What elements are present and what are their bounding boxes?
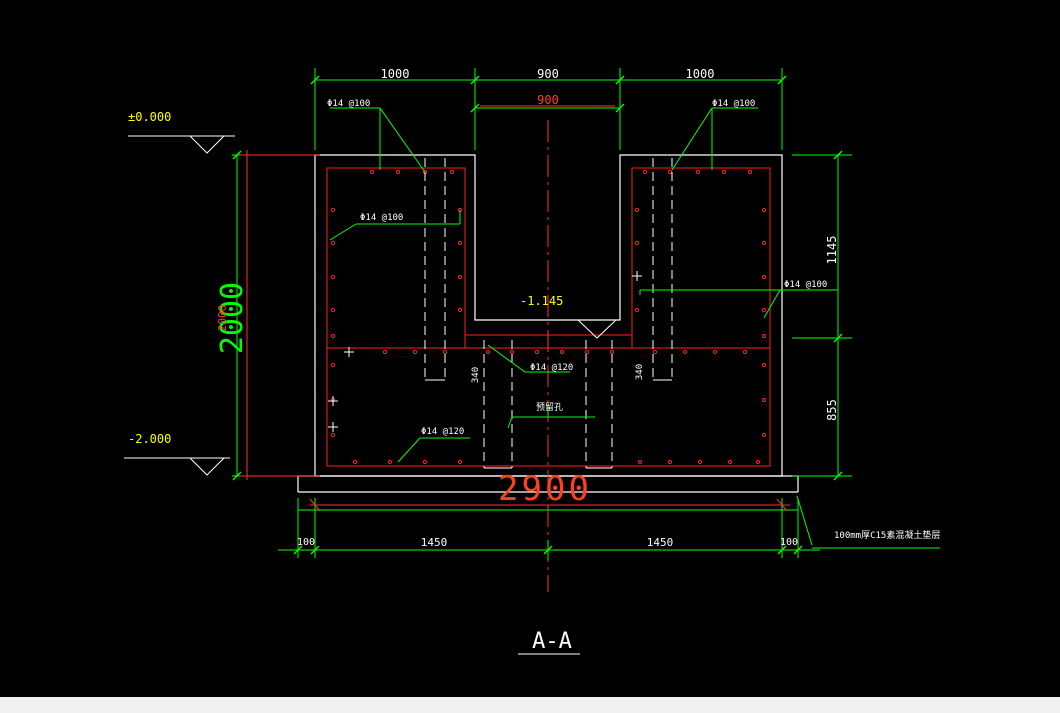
elevation-marker-top — [128, 135, 235, 154]
dim-top-left: 1000 — [381, 67, 410, 81]
red-dimension-lines — [240, 105, 790, 512]
rebar-texts: Φ14 @100 Φ14 @100 Φ14 @100 Φ14 @100 Φ14 … — [327, 99, 940, 541]
hidden-lines — [424, 158, 673, 468]
dim-inner-opening: 900 — [537, 93, 559, 107]
rebar-leaders — [329, 107, 838, 463]
rebar-label-mid-left: Φ14 @100 — [360, 213, 403, 223]
elevation-marker-slot — [485, 319, 617, 339]
section-title: A-A — [532, 629, 572, 654]
bottom-strip — [0, 697, 1060, 713]
elevation-texts: ±0.000 -2.000 -1.145 — [128, 110, 563, 446]
dim-bottom-100-right: 100 — [780, 537, 798, 548]
section-drawing: 1000 900 1000 900 2900 100 1450 1450 100… — [124, 67, 940, 655]
dim-top-center: 900 — [537, 67, 559, 81]
elevation-top-label: ±0.000 — [128, 110, 171, 124]
rebar-label-mid-right: Φ14 @100 — [784, 280, 827, 290]
slot-dim-right: 340 — [635, 364, 645, 380]
rebar-label-slot: Φ14 @120 — [530, 363, 573, 373]
dim-bottom-1450-left: 1450 — [421, 536, 448, 549]
dim-top-right: 1000 — [686, 67, 715, 81]
dim-right-upper: 1145 — [825, 236, 839, 265]
dim-left-height: 2000 — [215, 282, 250, 354]
rebar-dots — [330, 169, 767, 465]
dim-left-height-small: 2000 — [216, 305, 229, 332]
rebar-label-top-left: Φ14 @100 — [327, 99, 370, 109]
dim-bottom-1450-right: 1450 — [647, 536, 674, 549]
dim-total-width: 2900 — [498, 469, 592, 509]
dimension-texts: 1000 900 1000 900 2900 100 1450 1450 100… — [215, 67, 839, 549]
base-cushion-note: 100mm厚C15素混凝土垫层 — [834, 529, 940, 541]
slot-reserve-note: 预留孔 — [536, 401, 563, 413]
rebar-label-top-right: Φ14 @100 — [712, 99, 755, 109]
dim-bottom-100-left: 100 — [297, 537, 315, 548]
elevation-marker-bottom — [124, 457, 230, 476]
elevation-bottom-label: -2.000 — [128, 432, 171, 446]
elevation-slot-label: -1.145 — [520, 294, 563, 308]
dim-right-lower: 855 — [825, 399, 839, 421]
rebar-label-bottom: Φ14 @120 — [421, 427, 464, 437]
slot-dim-left: 340 — [471, 367, 481, 383]
cad-drawing-canvas[interactable]: 1000 900 1000 900 2900 100 1450 1450 100… — [0, 0, 1060, 697]
